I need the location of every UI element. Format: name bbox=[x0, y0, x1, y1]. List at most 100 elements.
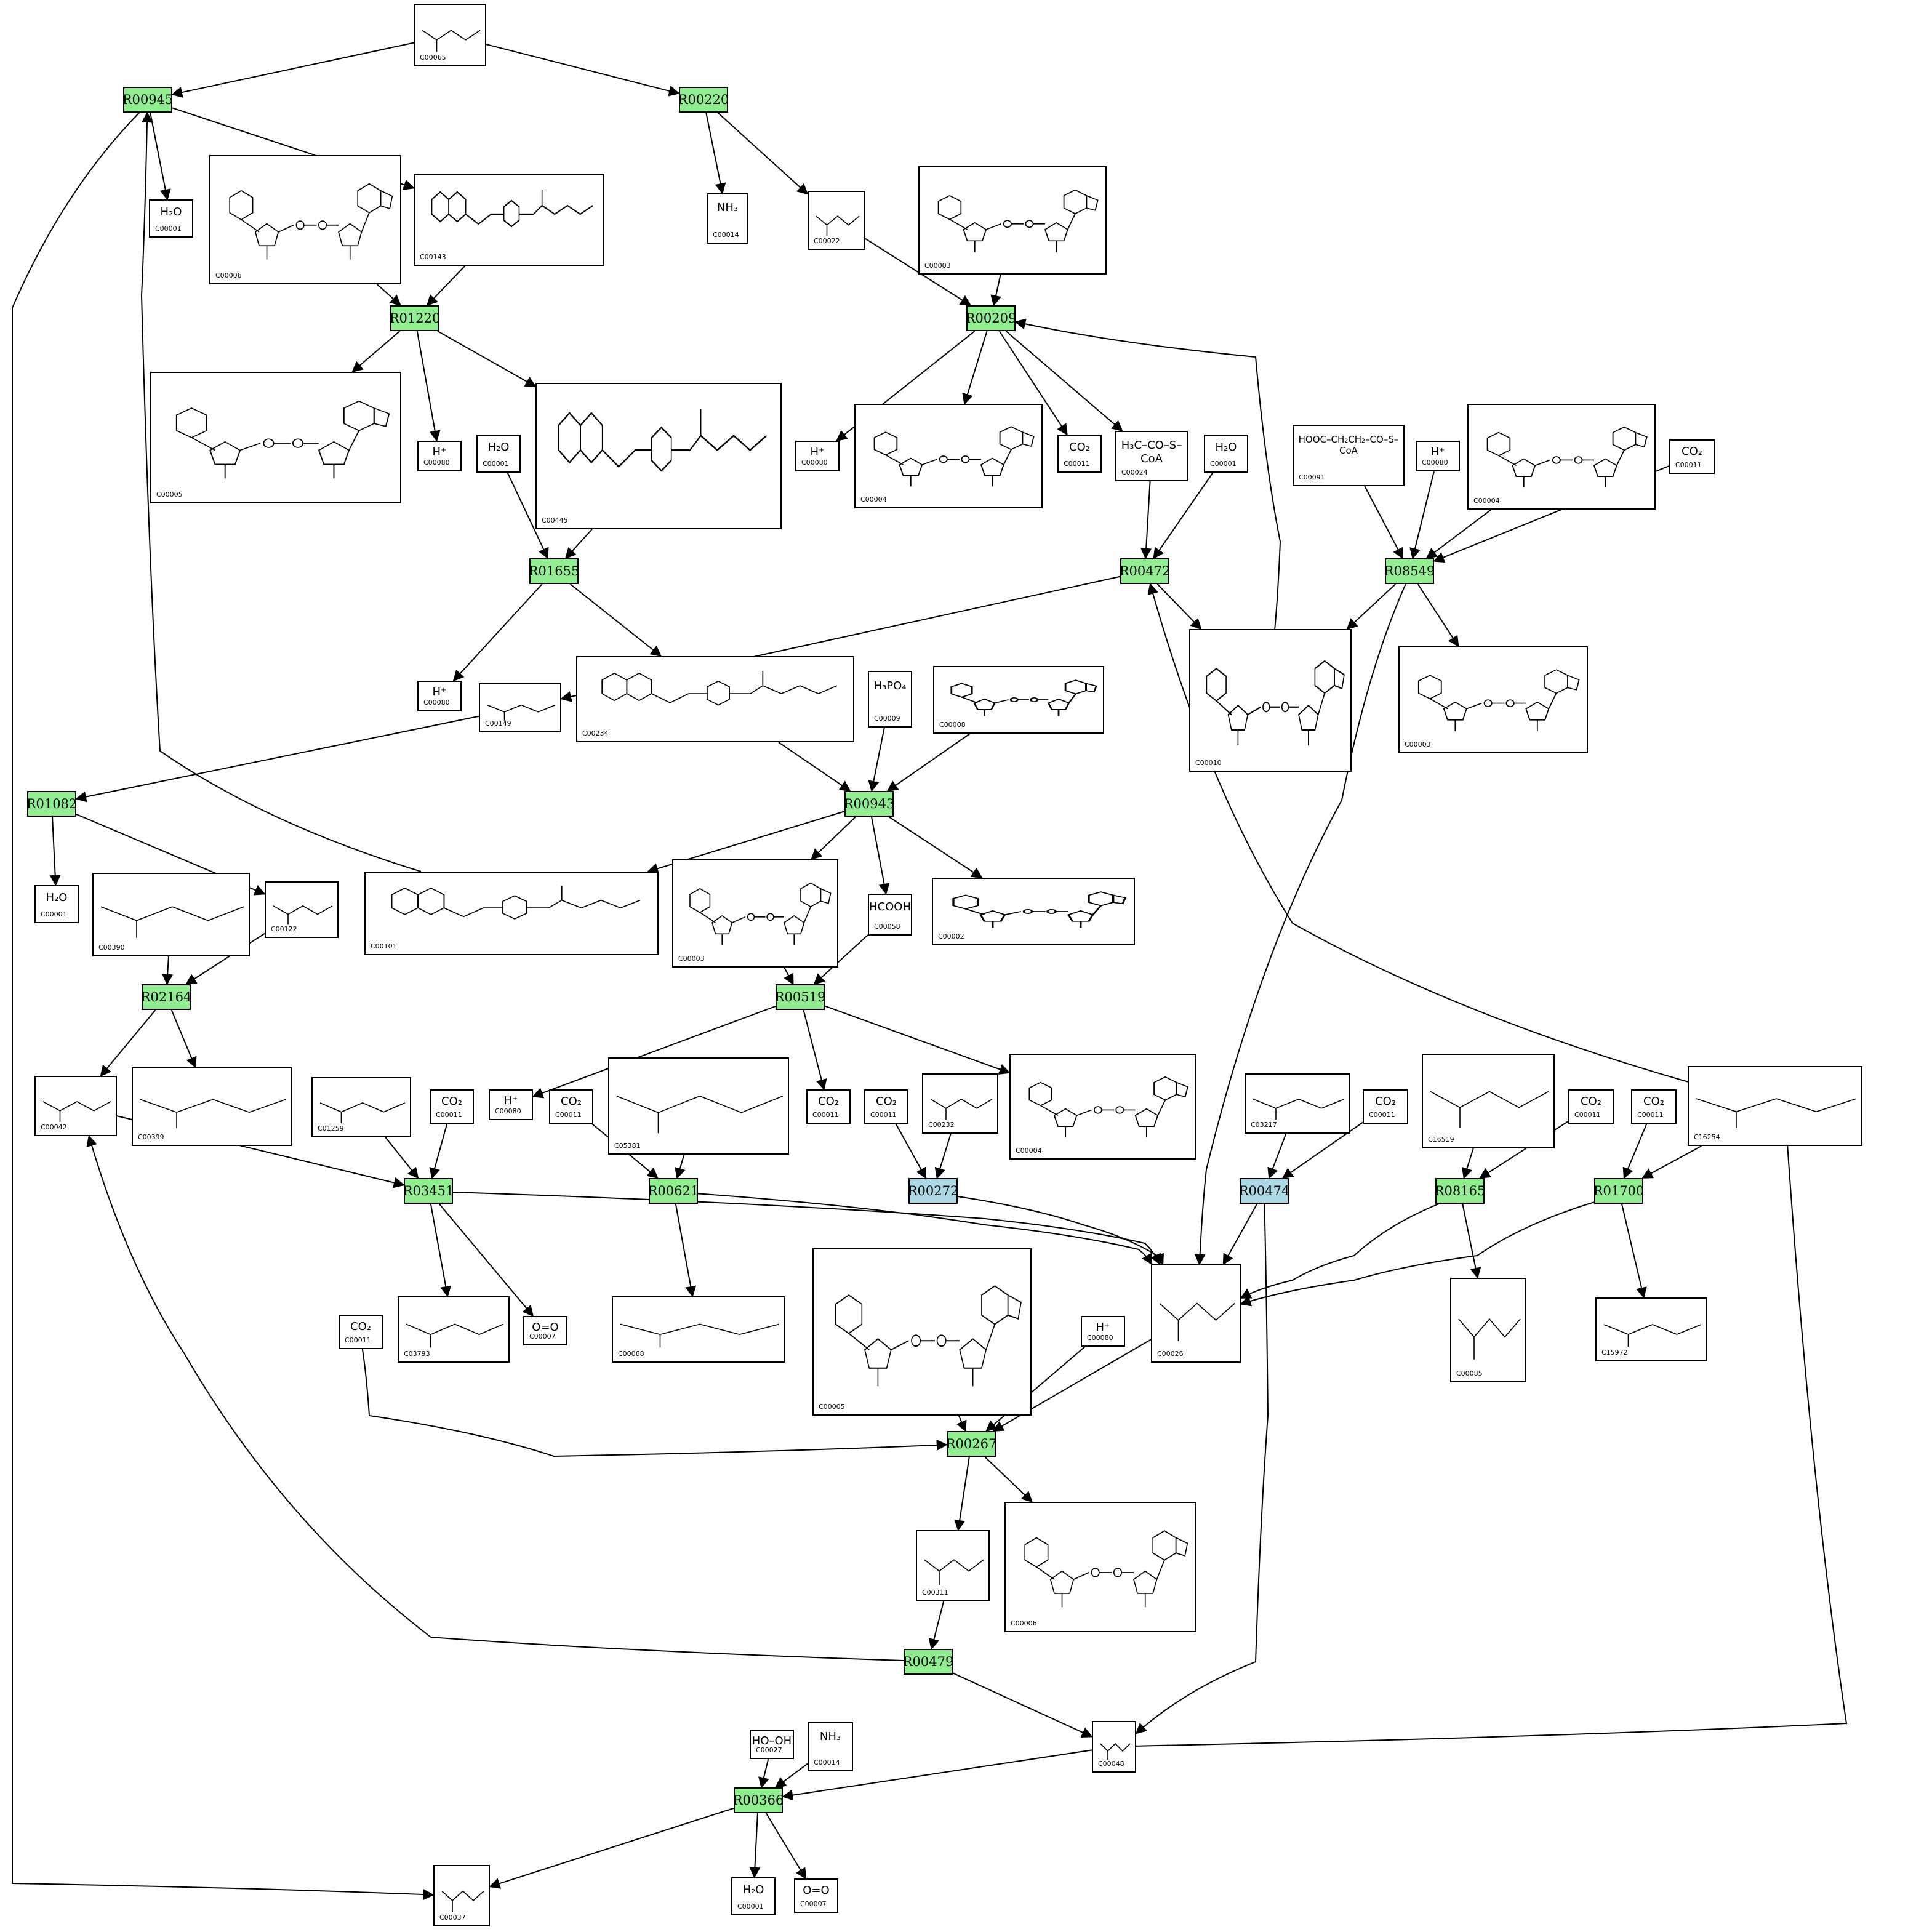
compound-node-c00010[interactable]: C00010 bbox=[1189, 629, 1352, 772]
edge-r00943-to-c00003_c bbox=[811, 816, 856, 860]
compound-node-c00006[interactable]: C00006 bbox=[1004, 1502, 1196, 1632]
reaction-node-r01082[interactable]: R01082 bbox=[26, 791, 77, 817]
reaction-node-r01220[interactable]: R01220 bbox=[390, 305, 440, 331]
reaction-node-r00474[interactable]: R00474 bbox=[1239, 1178, 1289, 1204]
structure-icon bbox=[952, 891, 1127, 928]
compound-node-c05381[interactable]: C05381 bbox=[608, 1057, 789, 1155]
compound-node-c00003[interactable]: C00003 bbox=[672, 859, 838, 968]
reaction-node-r08549[interactable]: R08549 bbox=[1384, 558, 1435, 584]
compound-id-label: C00004 bbox=[1473, 497, 1500, 505]
compound-node-c00037[interactable]: C00037 bbox=[433, 1865, 490, 1926]
compound-id-label: C00080 bbox=[1422, 459, 1448, 467]
compound-id-label: C00080 bbox=[1087, 1334, 1113, 1342]
compound-node-c00080[interactable]: H⁺C00080 bbox=[417, 441, 462, 471]
compound-node-c00048[interactable]: C00048 bbox=[1092, 1721, 1136, 1773]
compound-node-c00232[interactable]: C00232 bbox=[922, 1073, 998, 1134]
compound-node-c00022[interactable]: C00022 bbox=[808, 191, 865, 250]
compound-node-c00003[interactable]: C00003 bbox=[1398, 646, 1588, 753]
reaction-node-r00479[interactable]: R00479 bbox=[903, 1649, 953, 1675]
reaction-node-r00366[interactable]: R00366 bbox=[733, 1787, 784, 1813]
compound-node-c00445[interactable]: C00445 bbox=[535, 383, 782, 529]
reaction-node-r00220[interactable]: R00220 bbox=[678, 87, 729, 113]
reaction-node-r01700[interactable]: R01700 bbox=[1593, 1178, 1644, 1204]
edge-r00267-to-c00311 bbox=[954, 1456, 970, 1531]
compound-node-c00234[interactable]: C00234 bbox=[576, 656, 854, 742]
compound-node-c00026[interactable]: C00026 bbox=[1151, 1264, 1241, 1363]
compound-node-c00399[interactable]: C00399 bbox=[132, 1067, 292, 1146]
compound-node-c16254[interactable]: C16254 bbox=[1688, 1066, 1862, 1146]
compound-node-c00101[interactable]: C00101 bbox=[364, 872, 659, 955]
reaction-node-r00267[interactable]: R00267 bbox=[946, 1431, 996, 1457]
compound-node-c00080[interactable]: H⁺C00080 bbox=[489, 1089, 533, 1120]
compound-node-c01259[interactable]: C01259 bbox=[311, 1077, 411, 1137]
reaction-node-r00209[interactable]: R00209 bbox=[966, 305, 1016, 331]
compound-node-c00004[interactable]: C00004 bbox=[1009, 1054, 1196, 1160]
compound-node-c00080[interactable]: H⁺C00080 bbox=[795, 441, 840, 471]
compound-node-c00080[interactable]: H⁺C00080 bbox=[1416, 441, 1460, 471]
compound-node-c16519[interactable]: C16519 bbox=[1422, 1054, 1555, 1148]
edge-r03451-to-c00007_a bbox=[438, 1203, 534, 1317]
compound-node-c00080[interactable]: H⁺C00080 bbox=[417, 681, 462, 711]
reaction-node-r00472[interactable]: R00472 bbox=[1120, 558, 1170, 584]
compound-node-c00390[interactable]: C00390 bbox=[92, 873, 250, 956]
edge-c00011_i-to-r01700 bbox=[1622, 1123, 1648, 1179]
compound-node-c15972[interactable]: C15972 bbox=[1595, 1297, 1707, 1361]
compound-node-c00065[interactable]: C00065 bbox=[414, 4, 486, 66]
compound-id-label: C00042 bbox=[41, 1123, 67, 1131]
reaction-node-r01655[interactable]: R01655 bbox=[529, 558, 579, 584]
compound-node-c00002[interactable]: C00002 bbox=[932, 878, 1135, 945]
compound-node-c00085[interactable]: C00085 bbox=[1450, 1278, 1526, 1382]
edge-c00011_j-to-r00267 bbox=[361, 1349, 948, 1457]
compound-node-c00042[interactable]: C00042 bbox=[34, 1076, 117, 1136]
reaction-node-r03451[interactable]: R03451 bbox=[403, 1178, 454, 1204]
reaction-node-r08165[interactable]: R08165 bbox=[1435, 1178, 1485, 1204]
reaction-node-r00943[interactable]: R00943 bbox=[844, 791, 894, 817]
compound-node-c00003[interactable]: C00003 bbox=[918, 166, 1107, 275]
compound-node-c00143[interactable]: C00143 bbox=[414, 174, 604, 266]
compound-node-c03217[interactable]: C03217 bbox=[1245, 1073, 1350, 1134]
compound-node-c00068[interactable]: C00068 bbox=[612, 1296, 785, 1363]
compound-node-c00122[interactable]: C00122 bbox=[265, 881, 339, 938]
compound-node-c00008[interactable]: C00008 bbox=[933, 666, 1104, 734]
compound-node-c00004[interactable]: C00004 bbox=[1467, 404, 1656, 510]
compound-node-c00004[interactable]: C00004 bbox=[854, 404, 1043, 508]
compound-node-c00005[interactable]: C00005 bbox=[150, 372, 401, 503]
compound-node-c00311[interactable]: C00311 bbox=[916, 1530, 990, 1601]
compound-node-c00005[interactable]: C00005 bbox=[812, 1248, 1032, 1416]
compound-node-c00006[interactable]: C00006 bbox=[209, 155, 401, 284]
compound-node-c03793[interactable]: C03793 bbox=[398, 1296, 510, 1363]
reaction-node-r00519[interactable]: R00519 bbox=[775, 984, 825, 1010]
compound-formula: H⁺ bbox=[432, 446, 447, 459]
reaction-node-r00945[interactable]: R00945 bbox=[122, 87, 173, 113]
reaction-node-r00272[interactable]: R00272 bbox=[908, 1178, 958, 1204]
compound-node-c00149[interactable]: C00149 bbox=[479, 683, 561, 732]
reaction-node-r00621[interactable]: R00621 bbox=[648, 1178, 699, 1204]
reaction-node-r02164[interactable]: R02164 bbox=[141, 984, 191, 1010]
compound-node-c00080[interactable]: H⁺C00080 bbox=[1081, 1316, 1125, 1347]
edge-c00009-to-r00943 bbox=[868, 727, 885, 792]
